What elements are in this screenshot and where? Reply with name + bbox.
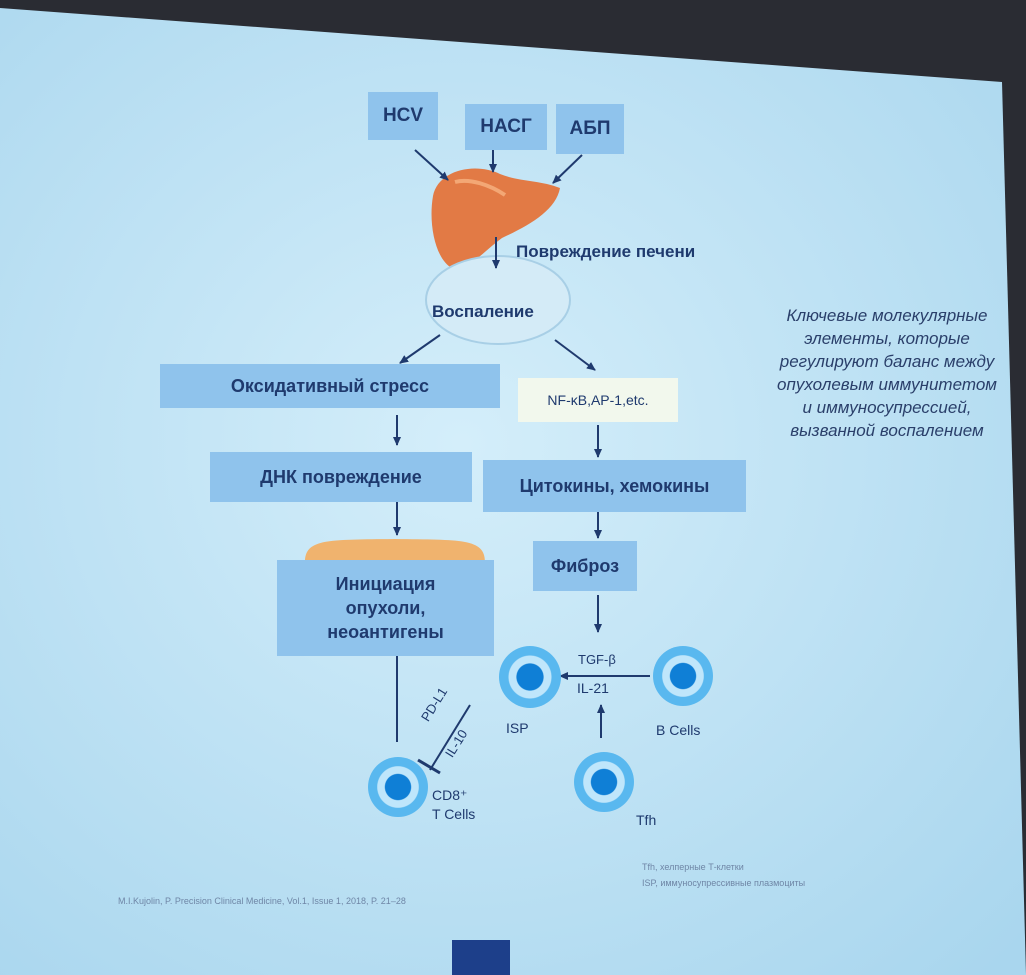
il21-label: IL-21	[577, 680, 609, 696]
arrow-to-oxidative	[399, 334, 441, 364]
liver-icon	[431, 168, 560, 269]
side-note: Ключевые молекулярные элементы, которые …	[777, 306, 997, 440]
inhibition-line	[429, 704, 471, 771]
b-cell-icon	[653, 646, 713, 706]
inflammation-label: Воспаление	[432, 302, 534, 321]
cause-box-nash: НАСГ	[465, 104, 547, 150]
fibrosis-box: Фиброз	[533, 541, 637, 591]
cause-box-abp: АБП	[556, 104, 624, 154]
tumor-initiation-box: Инициация опухоли, неоантигены	[277, 560, 494, 656]
tfh-cell-icon	[574, 752, 634, 812]
inflammation-lens	[425, 255, 571, 345]
footnote-isp: ISP, иммуносупрессивные плазмоциты	[642, 878, 806, 888]
arrow-abp-liver	[552, 154, 583, 184]
dna-damage-box: ДНК повреждение	[210, 452, 472, 502]
transcription-factors-box: NF-κB,AP-1,etc.	[518, 378, 678, 422]
b-cells-label: B Cells	[656, 722, 701, 738]
tfh-label: Tfh	[636, 812, 657, 828]
projector-stand	[452, 940, 510, 975]
inhibition-bar	[417, 758, 441, 775]
cytokines-box: Цитокины, хемокины	[483, 460, 746, 512]
isp-label: ISP	[506, 720, 529, 736]
tumor-cap	[305, 539, 485, 562]
cause-box-hcv: HCV	[368, 92, 438, 140]
arrow-to-nfkb	[554, 339, 596, 371]
cd8-cell-icon	[368, 757, 428, 817]
liver-injury-label: Повреждение печени	[516, 242, 696, 261]
arrow-hcv-liver	[414, 149, 449, 181]
oxidative-stress-box: Оксидативный стресс	[160, 364, 500, 408]
citation: M.I.Kujolin, P. Precision Clinical Medic…	[118, 896, 406, 906]
footnote-tfh: Tfh, хелперные Т-клетки	[642, 862, 744, 872]
cd8-label: CD8⁺ T Cells	[432, 787, 476, 822]
tgf-beta-label: TGF-β	[578, 652, 616, 667]
isp-cell-icon	[499, 646, 561, 708]
